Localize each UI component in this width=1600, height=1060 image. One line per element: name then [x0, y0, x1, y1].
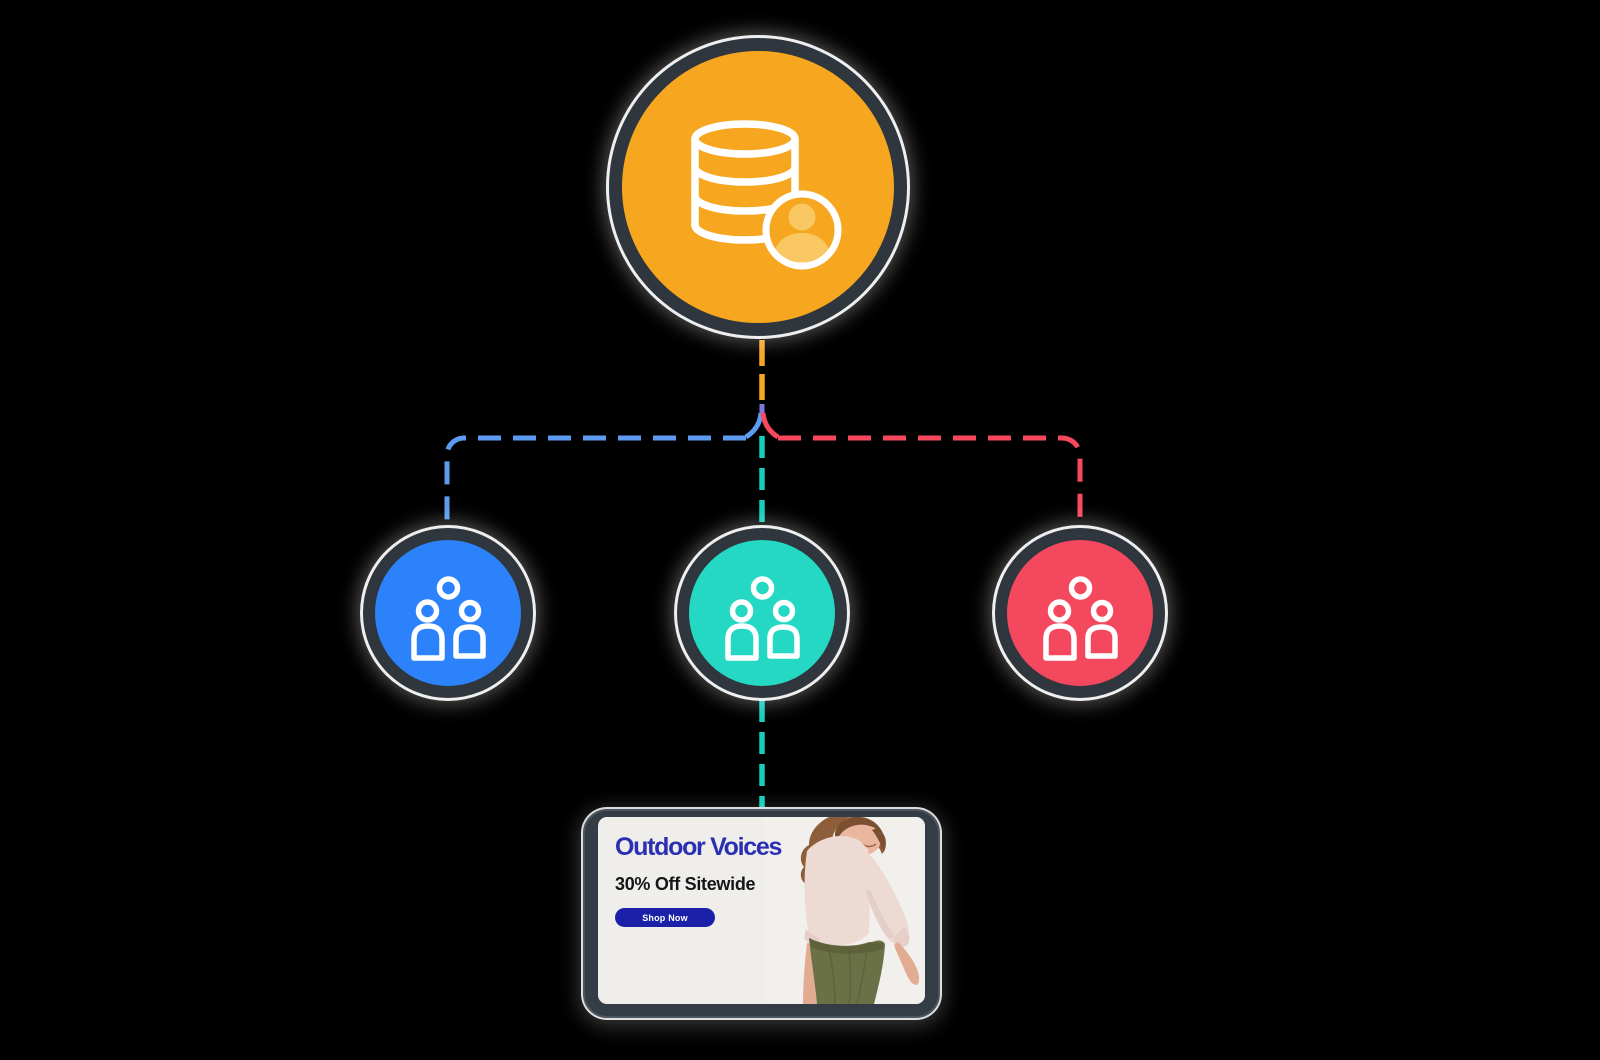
connector-junction-blue-leg	[744, 412, 764, 440]
connector-junction-red-leg	[760, 412, 780, 440]
audience-node-red	[995, 528, 1165, 698]
people-group-icon	[410, 576, 486, 661]
shop-now-button[interactable]: Shop Now	[615, 908, 715, 928]
ad-headline: 30% Off Sitewide	[615, 873, 756, 894]
brand-logo: Outdoor Voices	[615, 833, 782, 861]
audience-node-blue	[363, 528, 533, 698]
connector-red	[778, 435, 1083, 529]
database-user-icon	[691, 120, 842, 270]
database-node	[609, 38, 907, 336]
ad-screen: Outdoor Voices 30% Off Sitewide Shop Now	[598, 817, 925, 1004]
people-group-icon	[724, 576, 800, 661]
people-group-icon	[1042, 576, 1118, 661]
ad-copy: Outdoor Voices 30% Off Sitewide Shop Now	[615, 817, 782, 928]
audience-node-teal	[677, 528, 847, 698]
ad-photo	[765, 817, 925, 1004]
woman-photo-illustration	[765, 817, 925, 1004]
connector-blue	[444, 435, 746, 529]
ad-preview-card: Outdoor Voices 30% Off Sitewide Shop Now	[583, 809, 940, 1018]
